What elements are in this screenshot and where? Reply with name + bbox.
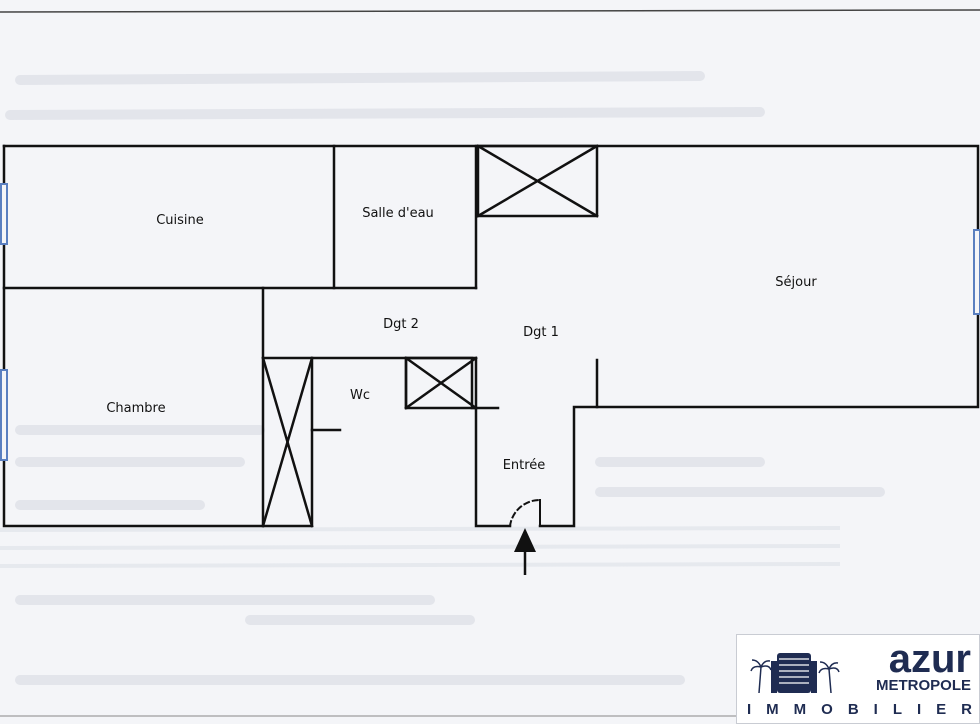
label-chambre: Chambre <box>106 401 165 416</box>
shaft-wc <box>404 356 478 410</box>
agency-logo: azur METROPOLE IMMOBILIER <box>736 634 980 724</box>
logo-tagline: IMMOBILIER <box>747 701 973 718</box>
outer-wall <box>2 144 980 528</box>
entry-door-swing <box>508 498 542 528</box>
outer-wall-left <box>2 144 512 528</box>
window-chambre <box>0 369 8 461</box>
entrance-arrow-icon <box>514 528 536 575</box>
shaft-top <box>476 144 599 218</box>
label-entree: Entrée <box>503 458 546 473</box>
window-sejour <box>973 229 980 315</box>
logo-subtitle: METROPOLE <box>875 677 971 694</box>
label-dgt1: Dgt 1 <box>523 325 559 340</box>
label-wc: Wc <box>350 388 370 403</box>
label-cuisine: Cuisine <box>156 213 204 228</box>
window-kitchen <box>0 183 8 245</box>
palm-building-logo-icon <box>750 653 840 694</box>
logo-brand: azur <box>888 637 971 681</box>
label-sejour: Séjour <box>775 275 817 290</box>
label-salle-deau: Salle d'eau <box>362 206 434 221</box>
label-dgt2: Dgt 2 <box>383 317 419 332</box>
